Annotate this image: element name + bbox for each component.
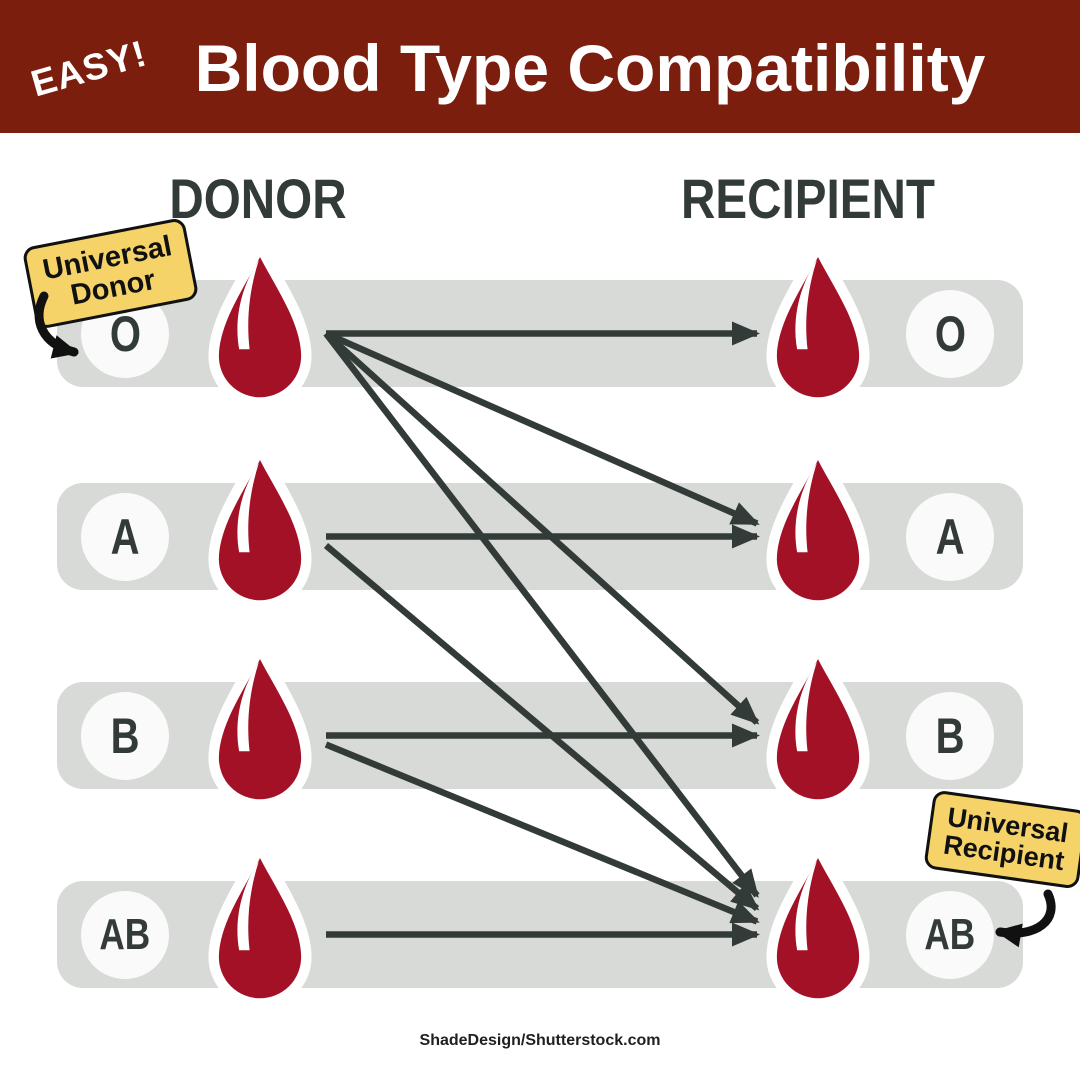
donor-type-label: AB [99, 910, 151, 959]
row-type-b: B B [57, 641, 1023, 808]
recipient-type-badge-ab: AB [906, 891, 994, 979]
donor-type-badge-ab: AB [81, 891, 169, 979]
recipient-type-label: B [935, 708, 965, 764]
blood-drop-icon [208, 641, 312, 808]
edge-O-to-AB [323, 331, 760, 898]
row-type-o: O O [57, 239, 1023, 406]
recipient-type-label: A [935, 509, 965, 565]
blood-drop-icon [208, 840, 312, 1007]
universal-recipient-tag: Universal Recipient [923, 789, 1080, 890]
recipient-type-badge-b: B [906, 692, 994, 780]
blood-drop-icon [208, 239, 312, 406]
recipient-column-heading: RECIPIENT [681, 167, 935, 230]
row-type-ab: AB AB [57, 840, 1023, 1007]
donor-type-label: A [110, 509, 140, 565]
easy-badge: EASY! [26, 32, 152, 105]
row-type-a: A A [57, 442, 1023, 609]
donor-type-label: O [109, 306, 141, 362]
recipient-type-badge-o: O [906, 290, 994, 378]
blood-drop-icon [208, 442, 312, 609]
blood-drop-icon [766, 442, 870, 609]
recipient-type-label: O [934, 306, 966, 362]
donor-type-badge-b: B [81, 692, 169, 780]
donor-type-badge-a: A [81, 493, 169, 581]
header-banner: EASY! Blood Type Compatibility [0, 0, 1080, 133]
donor-type-label: B [110, 708, 140, 764]
blood-drop-icon [766, 239, 870, 406]
recipient-type-badge-a: A [906, 493, 994, 581]
blood-drop-icon [766, 840, 870, 1007]
blood-drop-icon [766, 641, 870, 808]
image-credit: ShadeDesign/Shutterstock.com [419, 1032, 661, 1049]
donor-column-heading: DONOR [169, 167, 347, 230]
page-title: Blood Type Compatibility [194, 31, 986, 105]
recipient-type-label: AB [924, 910, 976, 959]
